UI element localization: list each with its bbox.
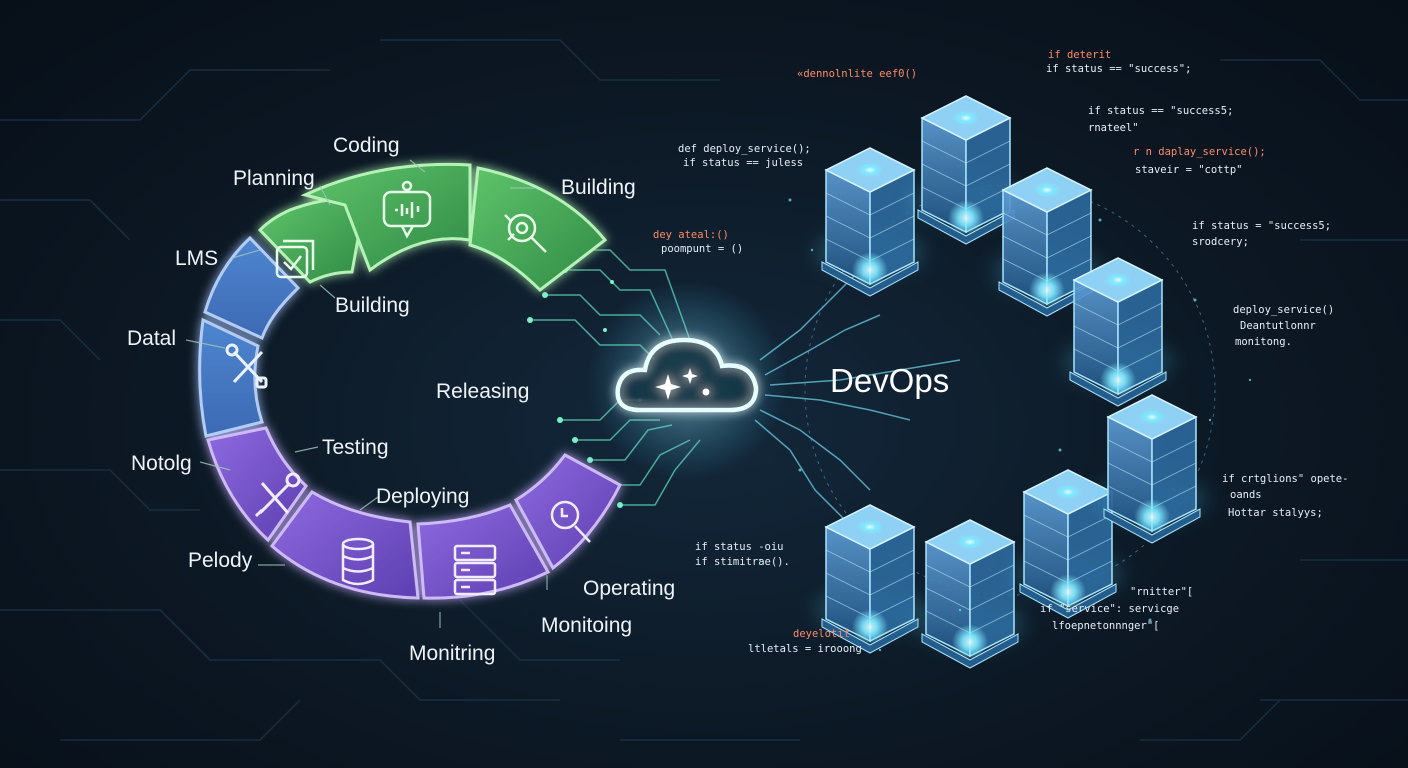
- stage-label-testing: Testing: [322, 436, 389, 459]
- check-document-icon: [275, 239, 315, 279]
- server-block: [1063, 257, 1173, 407]
- code-snippet: def deploy_service();: [678, 143, 811, 155]
- code-snippet: poompunt = (): [661, 243, 743, 255]
- stage-label-coding: Coding: [333, 134, 400, 157]
- code-snippet: if status == juless: [683, 157, 803, 169]
- devops-title: DevOps: [830, 362, 949, 399]
- code-snippet: if status = "success5;: [1192, 220, 1331, 232]
- stage-label-building-top: Building: [561, 176, 636, 199]
- stage-label-building-inner: Building: [335, 294, 410, 317]
- code-snippet: Hottar stalyys;: [1228, 507, 1323, 519]
- server-block: [915, 519, 1025, 669]
- stage-label-datal: Datal: [127, 327, 176, 350]
- segment-operating[interactable]: [514, 453, 622, 571]
- segment-datal[interactable]: [198, 317, 264, 438]
- segment-monitring[interactable]: [416, 503, 551, 600]
- code-snippet: if "service": servicge: [1040, 603, 1179, 615]
- server-block: [815, 504, 925, 654]
- segment-coding[interactable]: [300, 162, 472, 273]
- server-block: [815, 147, 925, 297]
- segment-building[interactable]: [468, 166, 608, 292]
- cloud-sparkle-icon: [615, 337, 759, 413]
- code-snippet: dey ateal:(): [653, 229, 729, 241]
- code-snippet: r n daplay_service();: [1133, 146, 1266, 158]
- code-snippet: «dennolnlite eef0(): [797, 68, 917, 80]
- code-snippet: if status == "success5;: [1088, 105, 1233, 117]
- code-snippet: deploy_service(): [1233, 304, 1334, 316]
- code-snippets: if deterit if status == "success"; «dennol…: [653, 49, 1348, 655]
- stage-label-monitoing: Monitoing: [541, 614, 632, 637]
- segment-testing[interactable]: [206, 426, 308, 543]
- code-snippet: rnateel": [1088, 122, 1139, 134]
- code-snippet: srodcery;: [1192, 236, 1249, 248]
- label-leaders: [185, 159, 548, 628]
- code-snippet: if crtglions" opete-: [1222, 473, 1348, 485]
- server-block: [1097, 394, 1207, 544]
- code-snippet: Deantutlonnr: [1240, 320, 1316, 332]
- stage-label-deploying: Deploying: [376, 485, 469, 508]
- tools-cross-icon: [225, 343, 268, 389]
- server-block: [1013, 469, 1123, 619]
- code-snippet: deyelotit: [793, 628, 850, 640]
- lifecycle-wheel: [198, 162, 622, 600]
- code-snippet: staveir = "cottp": [1135, 164, 1242, 176]
- stage-label-pelody: Pelody: [188, 549, 253, 572]
- segment-deploying[interactable]: [269, 490, 420, 600]
- stage-label-operating: Operating: [583, 577, 675, 600]
- code-snippet: monitong.: [1235, 336, 1292, 348]
- code-snippet: "rnitter"[: [1130, 586, 1193, 598]
- background-circuit: [0, 39, 1408, 741]
- stage-label-notolg: Notolg: [131, 452, 192, 475]
- server-block: [992, 167, 1102, 317]
- server-cluster: [815, 95, 1207, 669]
- circuit-traces-right: [754, 269, 961, 521]
- code-snippet: if stimitrae().: [695, 556, 790, 568]
- wrench-screwdriver-icon: [254, 472, 301, 518]
- database-icon: [341, 537, 375, 586]
- code-snippet: if deterit: [1048, 49, 1111, 61]
- stage-label-lms: LMS: [175, 247, 218, 270]
- center-label-releasing: Releasing: [436, 380, 529, 403]
- particles: [758, 198, 1252, 652]
- code-snippet: oands: [1230, 489, 1262, 501]
- code-snippet: lfoepnetonnnger"[: [1052, 620, 1159, 632]
- search-gear-icon: [504, 213, 547, 253]
- code-snippet: if status -oiu: [695, 541, 784, 553]
- stage-label-monitring: Monitring: [409, 642, 495, 665]
- server-rack-icon: [453, 544, 497, 596]
- chat-bubble-icon: [382, 180, 432, 239]
- stage-label-planning: Planning: [233, 167, 315, 190]
- code-snippet: if status == "success";: [1046, 63, 1191, 75]
- code-snippet: ltletals = irooong: [748, 643, 862, 655]
- server-block: [911, 95, 1021, 245]
- magnifier-icon: [550, 500, 591, 543]
